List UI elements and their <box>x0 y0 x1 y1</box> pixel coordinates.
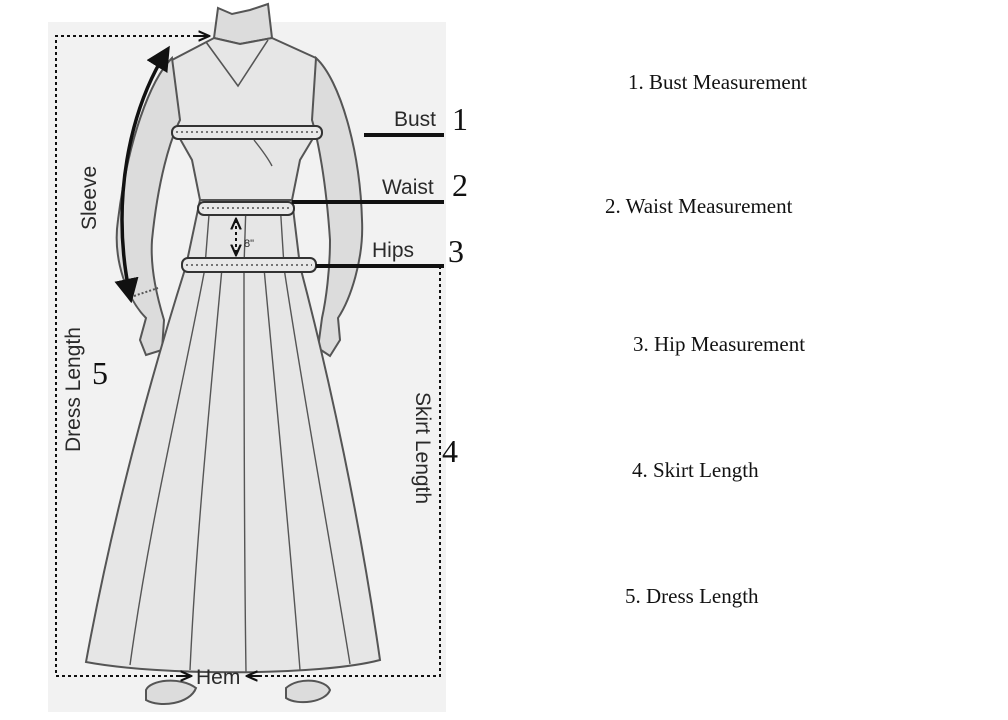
waist-number: 2 <box>452 167 468 203</box>
legend-item-hip: 3. Hip Measurement <box>633 332 806 356</box>
dress-length-label: Dress Length <box>62 327 85 452</box>
skirt-length-label: Skirt Length <box>411 392 434 504</box>
hem-label: Hem <box>196 666 240 689</box>
waist-label: Waist <box>382 176 434 199</box>
sleeve-label: Sleeve <box>78 166 101 230</box>
dress-number: 5 <box>92 355 108 391</box>
legend-item-dress-length: 5. Dress Length <box>625 584 759 608</box>
bust-label: Bust <box>394 108 436 131</box>
legend-item-bust: 1. Bust Measurement <box>628 70 808 94</box>
legend-item-skirt-length: 4. Skirt Length <box>632 458 759 482</box>
dress-length-bracket <box>55 35 208 677</box>
bodice-seam <box>253 139 273 167</box>
wrist-mark <box>133 287 159 297</box>
bust-number: 1 <box>452 101 468 137</box>
hips-label: Hips <box>372 239 414 262</box>
legend-item-waist: 2. Waist Measurement <box>605 194 793 218</box>
sleeve-arrow <box>114 45 170 304</box>
gap-label: 8" <box>244 238 254 250</box>
skirt-length-bracket <box>258 266 441 677</box>
skirt-number: 4 <box>442 433 458 469</box>
hips-number: 3 <box>448 233 464 269</box>
waist-tape <box>197 201 295 216</box>
